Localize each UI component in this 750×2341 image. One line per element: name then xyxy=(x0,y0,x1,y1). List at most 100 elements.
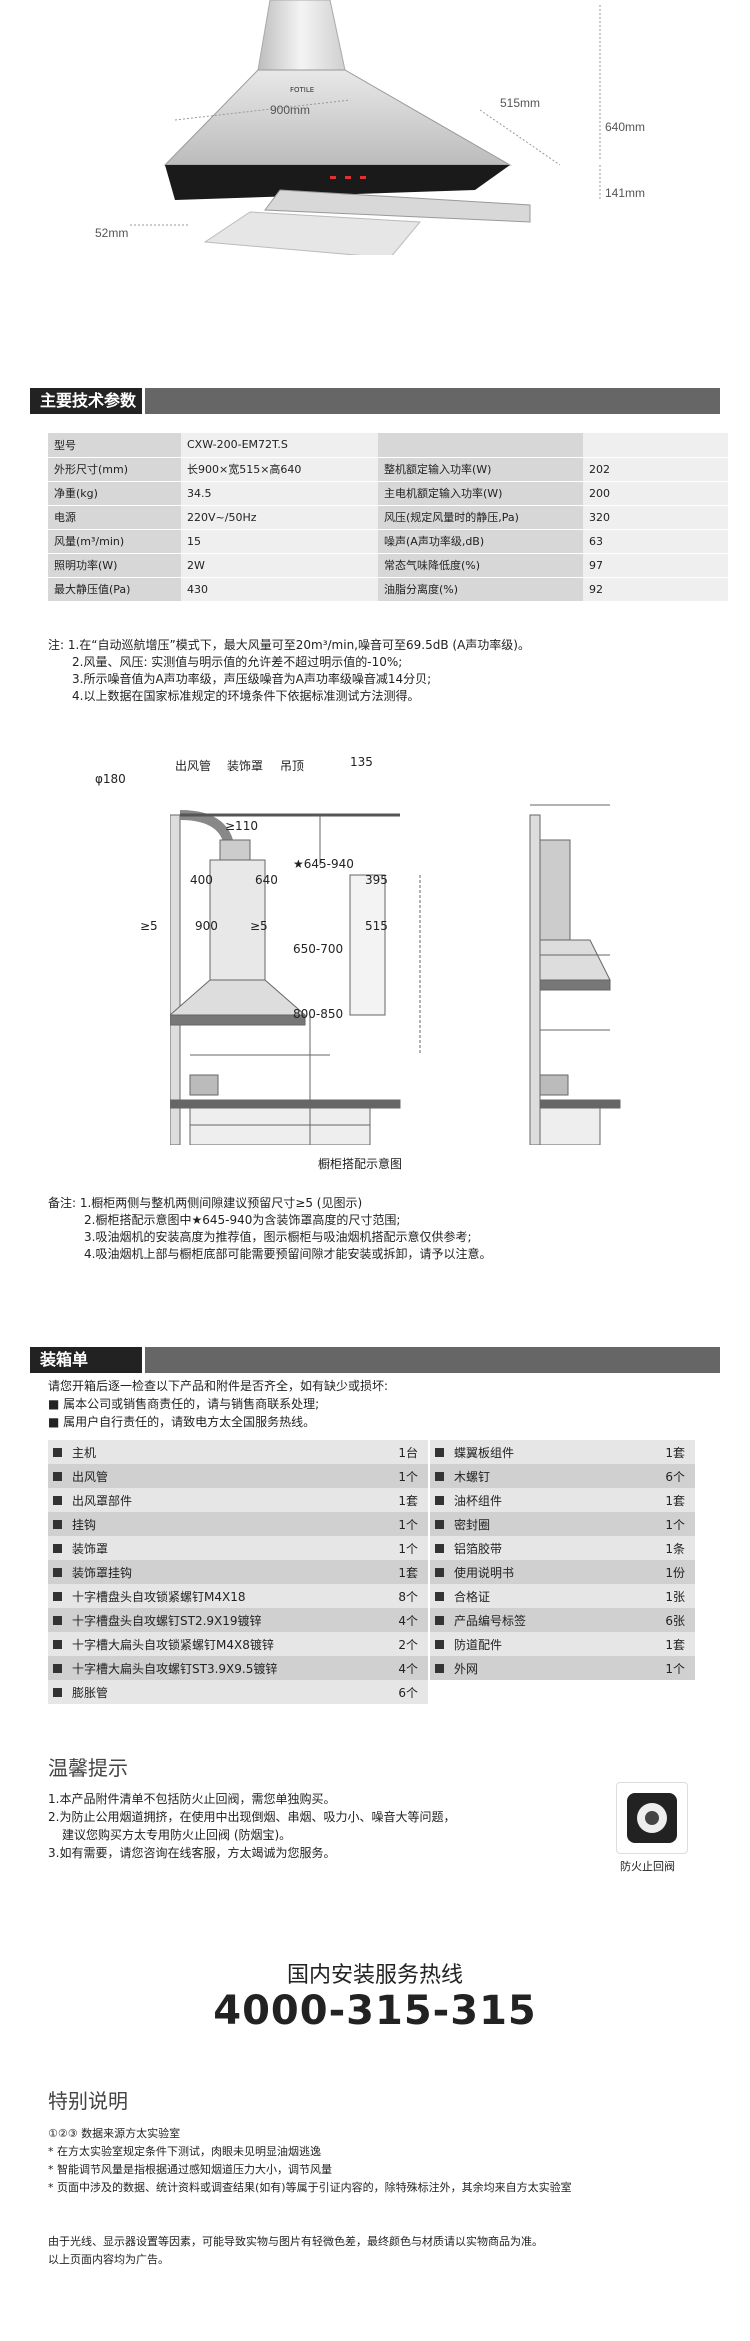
install-note: 备注: 1.橱柜两侧与整机两侧间隙建议预留尺寸≥5 (见图示) xyxy=(48,1196,363,1210)
install-note: 4.吸油烟机上部与橱柜底部可能需要预留间隙才能安装或拆卸，请予以注意。 xyxy=(84,1247,492,1261)
packing-item-qty: 1份 xyxy=(665,1565,685,1580)
spec-cell-k1: 净重(kg) xyxy=(48,481,181,506)
tips-title: 温馨提示 xyxy=(48,1756,128,1780)
bullet-square-icon xyxy=(53,1519,62,1529)
spec-cell-v1: 34.5 xyxy=(181,481,378,506)
dim-height-label: 640mm xyxy=(605,120,646,134)
footer-line: 由于光线、显示器设置等因素，可能导致实物与图片有轻微色差，最终颜色与材质请以实物… xyxy=(48,2235,543,2248)
bullet-square-icon xyxy=(435,1639,444,1649)
packing-item-name: 十字槽大扁头自攻锁紧螺钉M4X8镀锌 xyxy=(72,1637,274,1652)
packing-item-name: 外网 xyxy=(454,1661,479,1676)
bullet-square-icon xyxy=(435,1471,444,1481)
packing-item-qty: 1个 xyxy=(398,1517,418,1532)
bullet-square-icon xyxy=(53,1543,62,1553)
packing-item-name: 油杯组件 xyxy=(454,1493,503,1508)
bullet-square-icon xyxy=(53,1447,62,1457)
spec-cell-k1: 电源 xyxy=(48,505,181,530)
hood-product-image: FOTILE 640mm 900mm 515mm 141mm 52mm xyxy=(0,0,750,259)
bullet-square-icon xyxy=(435,1615,444,1625)
label-800-850: 800-850 xyxy=(293,1007,344,1021)
label-ge5-right: ≥5 xyxy=(250,919,268,933)
packing-title: 装箱单 xyxy=(30,1347,142,1373)
packing-intro-line: ■ 属用户自行责任的，请致电方太全国服务热线。 xyxy=(48,1415,316,1429)
special-title: 特别说明 xyxy=(48,2089,128,2113)
packing-item-qty: 6个 xyxy=(665,1469,685,1484)
packing-intro-line: 请您开箱后逐一检查以下产品和附件是否齐全，如有缺少或损坏: xyxy=(48,1379,389,1393)
packing-item-name: 防道配件 xyxy=(454,1637,503,1652)
packing-item-name: 出风管 xyxy=(72,1469,109,1484)
spec-cell-v2: 320 xyxy=(583,505,728,530)
installation-diagram: 出风管 装饰罩 吊顶 φ180 ≥110 400 640 ★645-940 90… xyxy=(95,745,690,1146)
packing-item: 防道配件 1套 xyxy=(430,1632,695,1656)
special-footer: 由于光线、显示器设置等因素，可能导致实物与图片有轻微色差，最终颜色与材质请以实物… xyxy=(48,2233,738,2269)
bullet-square-icon xyxy=(435,1543,444,1553)
dim-glass-height-label: 141mm xyxy=(605,186,646,200)
packing-item-qty: 1套 xyxy=(398,1493,418,1508)
label-135: 135 xyxy=(350,755,373,769)
spec-cell-k2: 常态气味降低度(%) xyxy=(378,553,583,578)
packing-item-qty: 8个 xyxy=(398,1589,418,1604)
packing-item-name: 膨胀管 xyxy=(72,1685,109,1700)
bullet-icon: ■ xyxy=(48,1415,64,1429)
packing-item-qty: 6张 xyxy=(665,1613,685,1628)
label-900: 900 xyxy=(195,919,218,933)
spec-cell-v1: 15 xyxy=(181,529,378,554)
footer-line: 以上页面内容均为广告。 xyxy=(48,2253,169,2266)
spec-cell-k2 xyxy=(378,433,583,458)
packing-item-qty: 4个 xyxy=(398,1661,418,1676)
spec-cell-v2: 63 xyxy=(583,529,728,554)
packing-item-qty: 1个 xyxy=(398,1469,418,1484)
packing-item-qty: 1套 xyxy=(398,1565,418,1580)
spec-note: 4.以上数据在国家标准规定的环境条件下依据标准测试方法测得。 xyxy=(72,689,420,703)
packing-item-qty: 4个 xyxy=(398,1613,418,1628)
spec-cell-v1: 220V~/50Hz xyxy=(181,505,378,530)
special-line: * 智能调节风量是指根据通过感知烟道压力大小，调节风量 xyxy=(48,2163,332,2176)
label-395: 395 xyxy=(365,873,388,887)
bullet-square-icon xyxy=(53,1615,62,1625)
packing-intro: 请您开箱后逐一检查以下产品和附件是否齐全，如有缺少或损坏: ■ 属本公司或销售商… xyxy=(48,1377,728,1431)
label-400: 400 xyxy=(190,873,213,887)
packing-item: 出风管 1个 xyxy=(48,1464,428,1488)
label-pipe: 出风管 xyxy=(175,759,212,773)
spec-cell-k2: 噪声(A声功率级,dB) xyxy=(378,529,583,554)
hotline-number[interactable]: 4000-315-315 xyxy=(213,1988,537,2034)
packing-item-name: 使用说明书 xyxy=(454,1565,515,1580)
spec-cell-k1: 风量(m³/min) xyxy=(48,529,181,554)
special-line: * 页面中涉及的数据、统计资料或调查结果(如有)等属于引证内容的，除特殊标注外，… xyxy=(48,2181,572,2194)
tips-line: 2.为防止公用烟道拥挤，在使用中出现倒烟、串烟、吸力小、噪音大等问题， xyxy=(48,1810,456,1824)
packing-item-name: 出风罩部件 xyxy=(72,1493,133,1508)
packing-item-qty: 1张 xyxy=(665,1589,685,1604)
packing-item: 十字槽大扁头自攻螺钉ST3.9X9.5镀锌 4个 xyxy=(48,1656,428,1680)
spec-cell-v2 xyxy=(583,433,728,458)
bullet-square-icon xyxy=(53,1471,62,1481)
install-notes: 备注: 1.橱柜两侧与整机两侧间隙建议预留尺寸≥5 (见图示) 2.橱柜搭配示意… xyxy=(48,1195,728,1263)
spec-cell-k2: 油脂分离度(%) xyxy=(378,577,583,602)
tips-line: 1.本产品附件清单不包括防火止回阀，需您单独购买。 xyxy=(48,1792,336,1806)
packing-item-qty: 1条 xyxy=(665,1541,685,1556)
spec-cell-k2: 主电机额定输入功率(W) xyxy=(378,481,583,506)
spec-cell-v2: 97 xyxy=(583,553,728,578)
specs-title: 主要技术参数 xyxy=(30,388,142,414)
packing-item-qty: 1套 xyxy=(665,1637,685,1652)
fire-valve-label: 防火止回阀 xyxy=(620,1860,675,1873)
special-line: ①②③ 数据来源方太实验室 xyxy=(48,2127,181,2140)
packing-item-name: 十字槽大扁头自攻螺钉ST3.9X9.5镀锌 xyxy=(72,1661,278,1676)
spec-note: 3.所示噪音值为A声功率级，声压级噪音为A声功率级噪音减14分贝; xyxy=(72,672,432,686)
hotline-title: 国内安装服务热线 xyxy=(286,1963,463,1988)
svg-text:FOTILE: FOTILE xyxy=(290,86,314,94)
spec-cell-k1: 最大静压值(Pa) xyxy=(48,577,181,602)
label-ge110: ≥110 xyxy=(225,819,258,833)
spec-cell-v1: 2W xyxy=(181,553,378,578)
bullet-square-icon xyxy=(435,1447,444,1457)
